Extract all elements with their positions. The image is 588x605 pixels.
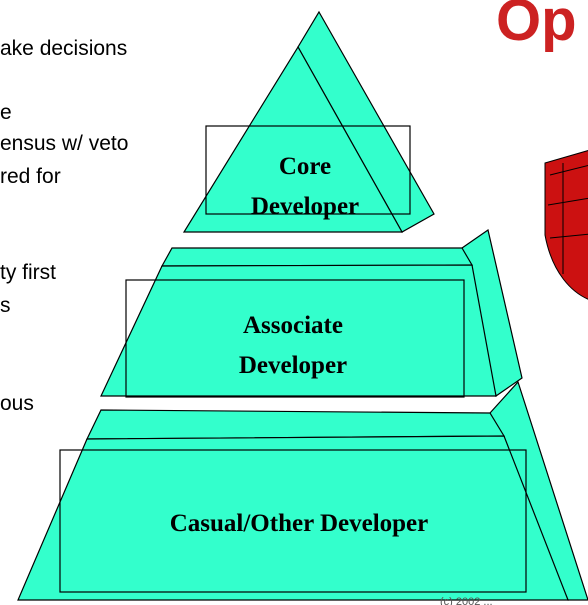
- tier-label-associate-line2: Developer: [239, 352, 347, 379]
- bullet-line-2: e: [0, 101, 12, 124]
- bullet-line-4: red for: [0, 165, 61, 188]
- bullet-line-5: ty first: [0, 261, 56, 284]
- tier-frame-casual: [59, 449, 527, 593]
- footer-text: (c) 2002 ...: [440, 597, 493, 605]
- bullet-line-6: s: [0, 294, 11, 317]
- tier-frame-core: [205, 125, 411, 215]
- shield-icon: [544, 150, 588, 300]
- pyramid-tier-casual: Casual/Other Developer: [17, 380, 588, 601]
- bullet-line-7: ous: [0, 392, 34, 415]
- bullet-line-3: ensus w/ veto: [0, 132, 129, 155]
- tier-label-associate-line1: Associate: [243, 312, 343, 339]
- slide-title: Op: [496, 0, 577, 53]
- bullet-line-1: ake decisions: [0, 37, 128, 60]
- tier-label-casual: Casual/Other Developer: [170, 510, 429, 537]
- tier-label-core-line2: Developer: [251, 193, 359, 220]
- pyramid-tier-associate: Associate Developer: [100, 229, 523, 398]
- tier-frame-associate: [125, 279, 465, 398]
- pyramid-tier-core: Core Developer: [182, 10, 435, 233]
- tier-label-core-line1: Core: [279, 153, 331, 180]
